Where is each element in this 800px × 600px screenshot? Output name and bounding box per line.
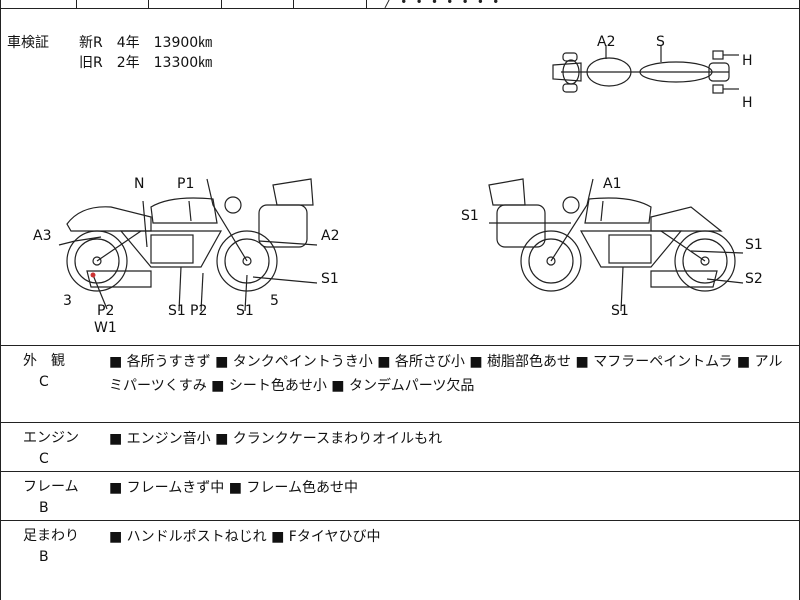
section-frame: フレーム B ■ フレームきず中 ■ フレーム色あせ中: [1, 472, 799, 521]
top-view-bike: [552, 45, 739, 94]
section-name: フレーム: [23, 479, 79, 495]
label-right-s2: S2: [745, 271, 763, 287]
right-view-bike: [488, 178, 736, 292]
label-left-s1-rear: S1: [236, 303, 254, 319]
label-left-p2: P2: [97, 303, 115, 319]
section-grade: C: [39, 451, 49, 467]
label-top-s: S: [656, 34, 665, 50]
label-top-a2: A2: [597, 34, 616, 50]
section-notes: ■ ハンドルポストねじれ ■ Fタイヤひび中: [109, 529, 381, 545]
section-name: 足まわり: [23, 528, 79, 544]
section-notes: ■ 各所うすきず ■ タンクペイントうき小 ■ 各所さび小 ■ 樹脂部色あせ ■…: [109, 354, 783, 394]
section-notes: ■ フレームきず中 ■ フレーム色あせ中: [109, 480, 358, 496]
shaken-block: 車検証 新R 4年 13900㎞ 旧R 2年 13300㎞: [7, 33, 212, 73]
left-view-bike: [66, 178, 314, 292]
section-exterior: 外 観 C ■ 各所うすきず ■ タンクペイントうき小 ■ 各所さび小 ■ 樹脂…: [1, 346, 799, 423]
label-left-n: N: [134, 176, 145, 192]
label-left-p1: P1: [177, 176, 195, 192]
label-top-h1: H: [742, 53, 753, 69]
label-left-s1-right: S1: [321, 271, 339, 287]
section-engine: エンジン C ■ エンジン音小 ■ クランクケースまわりオイルもれ: [1, 423, 799, 472]
label-right-a1: A1: [603, 176, 622, 192]
label-left-s1-mid: S1: [168, 303, 186, 319]
section-grade: C: [39, 374, 49, 390]
section-grade: B: [39, 549, 49, 565]
section-grade: B: [39, 500, 49, 516]
label-right-s1-right: S1: [745, 237, 763, 253]
label-top-h2: H: [742, 95, 753, 111]
label-right-s1-bottom: S1: [611, 303, 629, 319]
label-left-a3: A3: [33, 228, 52, 244]
section-name: 外 観: [23, 353, 65, 369]
label-left-5: 5: [270, 293, 279, 309]
label-left-p2-mid: P2: [190, 303, 208, 319]
shaken-old: 旧R 2年 13300㎞: [79, 55, 213, 71]
damage-diagram: 車検証 新R 4年 13900㎞ 旧R 2年 13300㎞: [1, 9, 799, 346]
leader-lines: [58, 200, 744, 312]
section-name: エンジン: [23, 430, 79, 446]
section-notes: ■ エンジン音小 ■ クランクケースまわりオイルもれ: [109, 431, 443, 447]
label-left-3: 3: [63, 293, 72, 309]
shaken-label: 車検証: [7, 35, 49, 51]
label-right-s1-left: S1: [461, 208, 479, 224]
label-left-w1: W1: [94, 320, 117, 336]
shaken-new: 新R 4年 13900㎞: [79, 35, 213, 51]
motorcycle-diagrams: [58, 45, 744, 312]
top-cut-strip: ╱ ∙ ∙ ∙ ∙ ∙ ∙ ∙: [1, 0, 799, 9]
label-left-a2: A2: [321, 228, 340, 244]
section-suspension: 足まわり B ■ ハンドルポストねじれ ■ Fタイヤひび中: [1, 521, 799, 600]
